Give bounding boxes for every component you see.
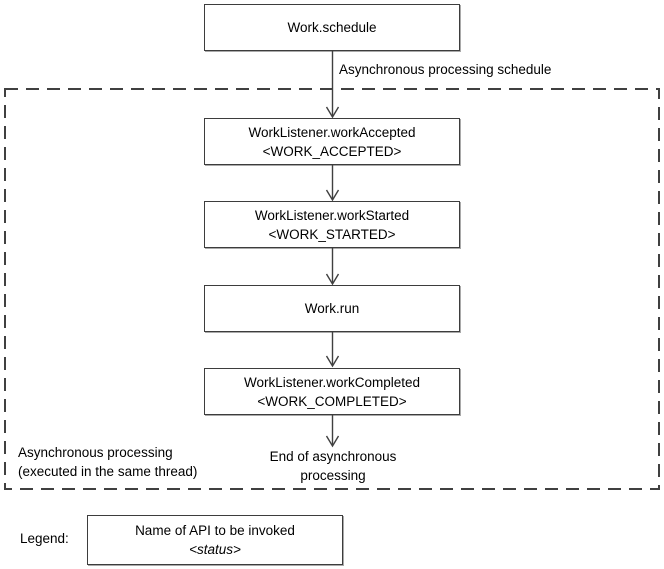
flow-box-work-schedule: Work.schedule bbox=[204, 4, 460, 51]
arrow-down-icon bbox=[325, 332, 340, 368]
flow-box-status-label: <WORK_STARTED> bbox=[268, 226, 396, 242]
arrow-down-icon bbox=[325, 415, 340, 448]
legend-box-line2: <status> bbox=[189, 542, 241, 557]
async-region-caption-line2: (executed in the same thread) bbox=[18, 464, 198, 479]
flow-box-api-label: WorkListener.workStarted bbox=[254, 207, 410, 223]
arrow-down-icon bbox=[325, 51, 340, 119]
async-region-caption-line1: Asynchronous processing bbox=[18, 445, 173, 460]
flow-box-api-label: WorkListener.workAccepted bbox=[248, 124, 416, 140]
flow-box-worklistener-workaccepted: WorkListener.workAccepted <WORK_ACCEPTED… bbox=[204, 118, 460, 165]
flow-box-worklistener-workstarted: WorkListener.workStarted <WORK_STARTED> bbox=[204, 201, 460, 248]
flow-box-api-label: Work.run bbox=[304, 301, 360, 316]
arrow-down-icon bbox=[325, 165, 340, 202]
end-of-async-line1: End of asynchronous bbox=[269, 449, 397, 464]
end-of-async-line2: processing bbox=[300, 468, 366, 483]
legend-box: Name of API to be invoked <status> bbox=[87, 515, 343, 565]
legend-box-line1: Name of API to be invoked bbox=[135, 523, 295, 538]
flow-box-label: Work.schedule bbox=[287, 20, 377, 35]
end-of-async-label: End of asynchronous processing bbox=[233, 447, 433, 485]
schedule-arrow-label: Asynchronous processing schedule bbox=[339, 62, 552, 77]
arrow-down-icon bbox=[325, 248, 340, 286]
flow-box-status-label: <WORK_ACCEPTED> bbox=[262, 143, 402, 159]
flow-box-api-label: WorkListener.workCompleted bbox=[243, 374, 421, 390]
async-region-caption: Asynchronous processing (executed in the… bbox=[18, 443, 197, 481]
flow-box-work-run: Work.run bbox=[204, 285, 460, 332]
flow-box-worklistener-workcompleted: WorkListener.workCompleted <WORK_COMPLET… bbox=[204, 368, 460, 415]
flow-box-status-label: <WORK_COMPLETED> bbox=[257, 393, 407, 409]
legend-label: Legend: bbox=[20, 531, 69, 546]
